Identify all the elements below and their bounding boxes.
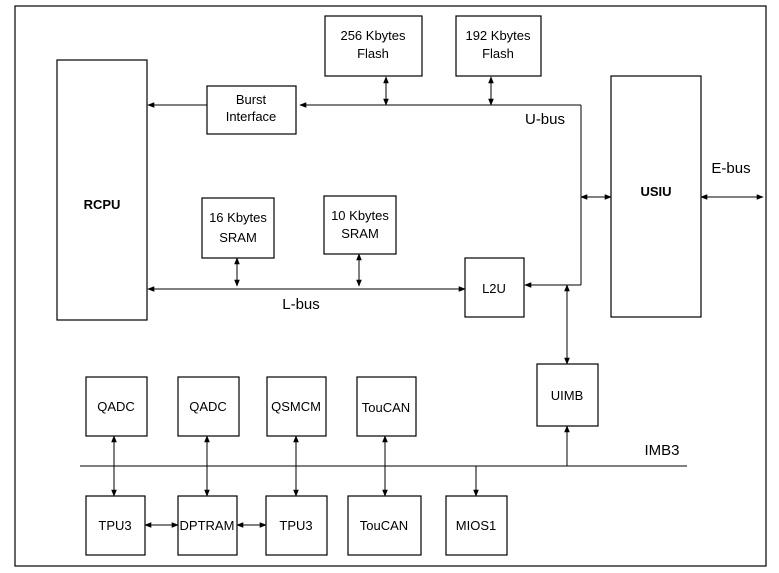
l2u-block: L2U: [464, 257, 525, 318]
e-bus-label: E-bus: [711, 160, 750, 177]
flash-192-label-1: 192 Kbytes: [465, 28, 531, 43]
uimb-block: UIMB: [536, 363, 599, 427]
usiu-block: USIU: [610, 75, 702, 318]
tpu3-1-label: TPU3: [98, 518, 131, 533]
l-bus-label: L-bus: [282, 296, 320, 313]
dptram-label: DPTRAM: [180, 518, 235, 533]
rcpu-block: RCPU: [56, 59, 148, 321]
burst-label-2: Interface: [226, 109, 277, 124]
sram-10-block: 10 Kbytes SRAM: [323, 195, 397, 255]
flash-192-label-2: Flash: [482, 46, 514, 61]
qadc-2-block: QADC: [177, 376, 240, 437]
toucan-bottom-block: TouCAN: [347, 495, 422, 556]
rcpu-label: RCPU: [84, 197, 121, 212]
qadc-1-block: QADC: [85, 376, 148, 437]
sram-16-label-1: 16 Kbytes: [209, 210, 267, 225]
flash-256-block: 256 Kbytes Flash: [324, 15, 423, 77]
sram-16-block: 16 Kbytes SRAM: [201, 197, 275, 259]
toucan-top-block: TouCAN: [356, 376, 417, 437]
tpu3-2-block: TPU3: [265, 495, 328, 556]
sram-16-label-2: SRAM: [219, 230, 257, 245]
mios1-block: MIOS1: [445, 495, 508, 556]
flash-256-label-1: 256 Kbytes: [340, 28, 406, 43]
burst-interface-block: Burst Interface: [206, 85, 297, 135]
sram-10-label-2: SRAM: [341, 226, 379, 241]
toucan-bottom-label: TouCAN: [360, 518, 408, 533]
flash-192-block: 192 Kbytes Flash: [455, 15, 542, 77]
qadc-1-label: QADC: [97, 399, 135, 414]
mios1-label: MIOS1: [456, 518, 496, 533]
u-bus-label: U-bus: [525, 111, 565, 128]
qsmcm-block: QSMCM: [266, 376, 327, 437]
l2u-label: L2U: [482, 281, 506, 296]
usiu-label: USIU: [640, 184, 671, 199]
burst-label-1: Burst: [236, 92, 267, 107]
dptram-block: DPTRAM: [177, 495, 238, 556]
toucan-top-label: TouCAN: [362, 400, 410, 415]
outer-frame: [14, 5, 767, 567]
imb3-label: IMB3: [644, 442, 679, 459]
sram-10-label-1: 10 Kbytes: [331, 208, 389, 223]
uimb-label: UIMB: [551, 388, 584, 403]
flash-256-label-2: Flash: [357, 46, 389, 61]
qsmcm-label: QSMCM: [271, 399, 321, 414]
qadc-2-label: QADC: [189, 399, 227, 414]
tpu3-2-label: TPU3: [279, 518, 312, 533]
tpu3-1-block: TPU3: [85, 495, 146, 556]
